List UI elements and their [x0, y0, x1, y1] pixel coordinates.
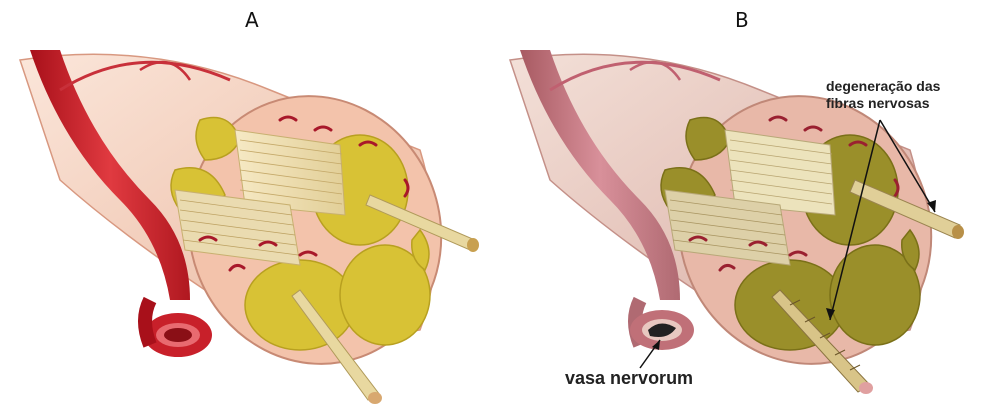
degeneration-line2: fibras nervosas — [826, 95, 981, 112]
vasa-nervorum-label: vasa nervorum — [565, 368, 693, 389]
panel-label-b: B — [735, 8, 749, 32]
panel-label-a: A — [245, 8, 259, 32]
nerve-diagram-a — [20, 50, 479, 404]
degeneration-line1: degeneração das — [826, 78, 981, 95]
degeneration-annotation: degeneração das fibras nervosas — [826, 78, 981, 112]
